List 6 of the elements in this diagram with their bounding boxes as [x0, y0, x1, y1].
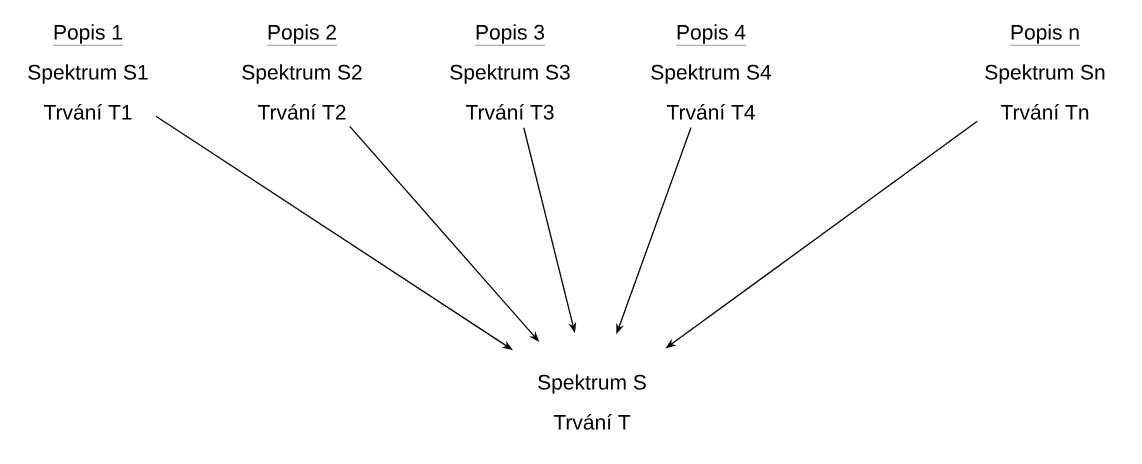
result-text: Spektrum S Trvání T — [538, 374, 646, 430]
text-group: Popis 1 Spektrum S1 Trvání T1 — [28, 24, 148, 120]
text-group: Popis 4 Spektrum S4 Trvání T4 — [651, 24, 772, 120]
text-group: Popis n Spektrum Sn Trvání Tn — [985, 24, 1105, 120]
text-group: Popis 2 Spektrum S2 Trvání T2 — [242, 24, 362, 120]
text-group: Popis 3 Spektrum S3 Trvání T3 — [450, 24, 570, 120]
